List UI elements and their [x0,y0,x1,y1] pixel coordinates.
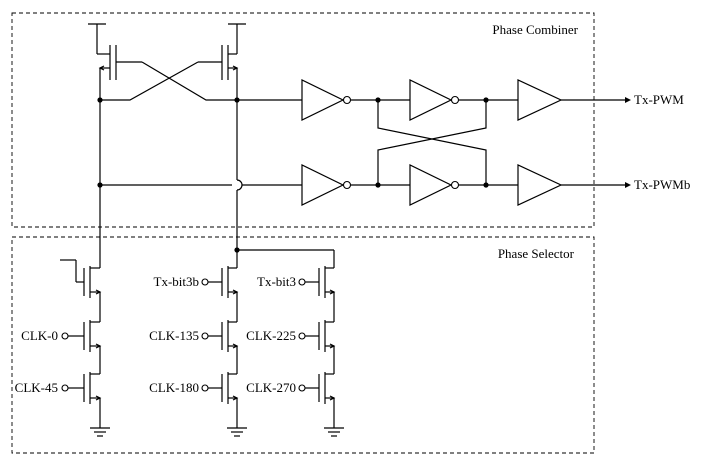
phase-combiner-box [11,12,595,228]
input-tx-bit3b: Tx-bit3b [154,274,200,289]
inverter-top-2 [409,79,460,121]
nmos-stack-left [60,259,110,437]
pmos-right [198,23,246,100]
nmos-stack-right [305,250,344,437]
phase-combiner-label: Phase Combiner [492,22,578,37]
input-clk-225: CLK-225 [246,328,296,343]
output-tx-pwmb: Tx-PWMb [634,177,690,192]
input-clk-270: CLK-270 [246,380,296,395]
cross-wire-a [141,61,237,101]
nmos-stack-middle [208,250,247,437]
latch-cross-b [377,100,487,185]
inverter-top-1 [301,79,352,121]
input-clk-45: CLK-45 [15,380,58,395]
buffer-bottom [517,164,563,206]
input-tx-bit3: Tx-bit3 [257,274,296,289]
inverter-bottom-1 [301,164,352,206]
cross-wire-b [100,61,199,101]
phase-selector-label: Phase Selector [498,246,575,261]
output-tx-pwm: Tx-PWM [634,92,684,107]
pmos-left [88,23,142,100]
buffer-top [517,79,563,121]
inverter-bottom-2 [409,164,460,206]
phase-selector-box [11,236,595,454]
latch-cross-a [377,100,487,185]
input-clk-180: CLK-180 [149,380,199,395]
input-clk-0: CLK-0 [21,328,58,343]
input-clk-135: CLK-135 [149,328,199,343]
